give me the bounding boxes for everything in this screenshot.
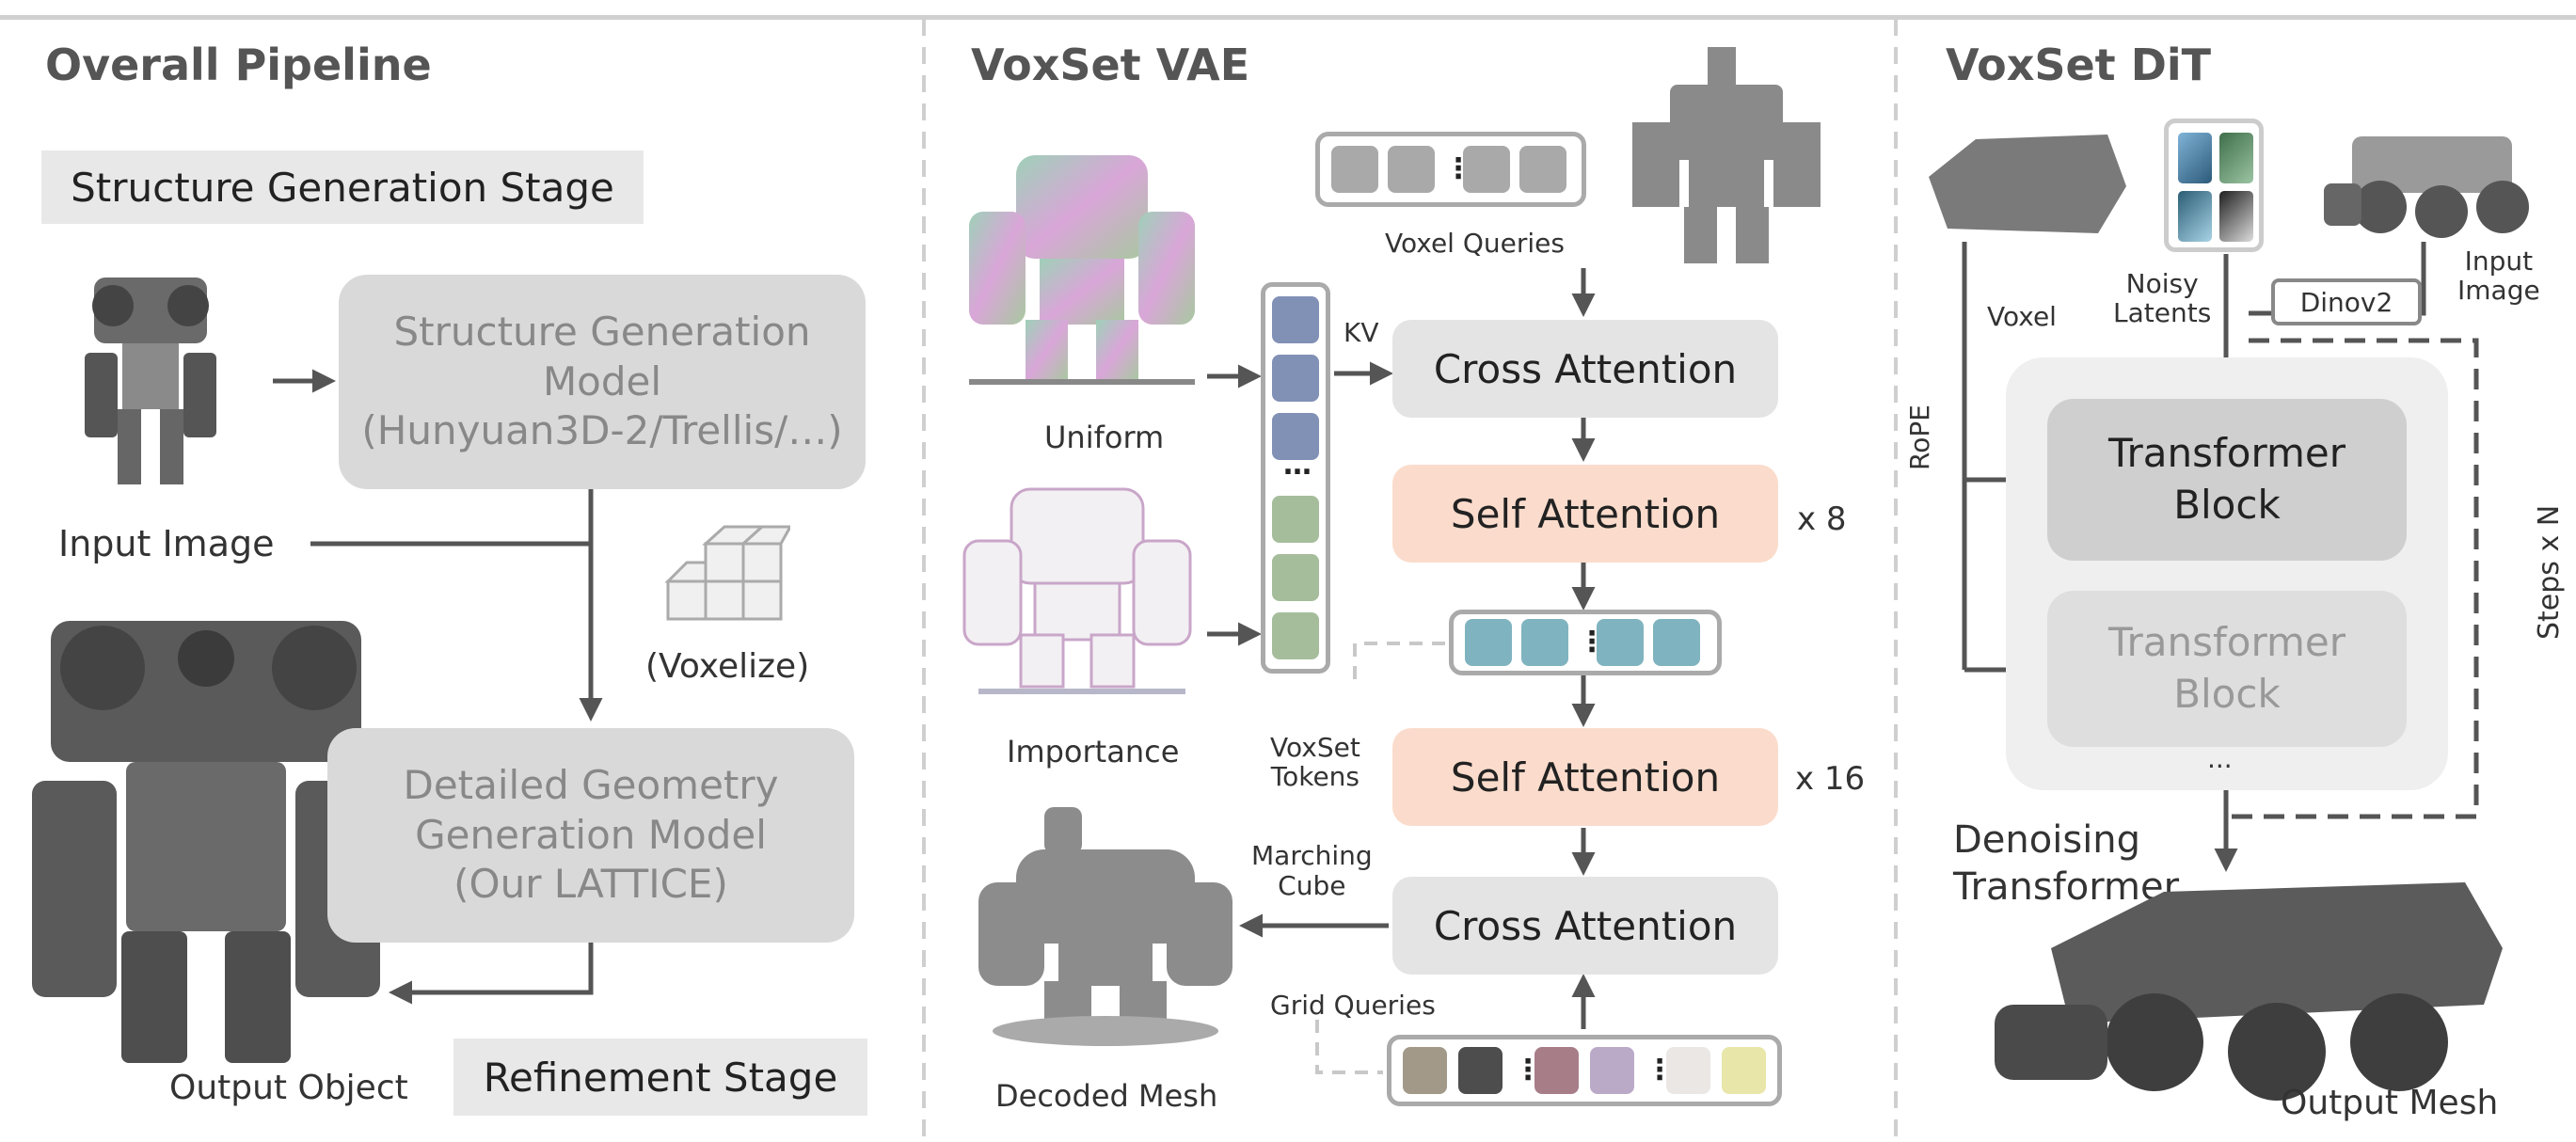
input-vehicle-image — [2324, 118, 2550, 240]
x8-label: x 8 — [1797, 500, 1847, 538]
query-token-3 — [1463, 146, 1510, 193]
structure-stage-label: Structure Generation Stage — [41, 151, 644, 224]
query-token-4 — [1519, 146, 1566, 193]
latent-tile-4 — [2219, 191, 2253, 242]
voxel-label: Voxel — [1987, 301, 2057, 332]
dit-input-line-2: Image — [2457, 276, 2540, 305]
query-token-ellipsis: ⋮ — [1444, 165, 1454, 174]
block2-line-1: Transformer — [2108, 617, 2345, 669]
input-image-label-dit: Input Image — [2457, 246, 2540, 306]
noisy-latents-label: Noisy Latents — [2113, 269, 2211, 328]
structure-model-line-1: Structure Generation — [393, 308, 810, 357]
output-object-label: Output Object — [169, 1069, 408, 1107]
uniform-pointcloud-image — [960, 136, 1204, 395]
dinov2-label: Dinov2 — [2300, 287, 2393, 318]
latent-tile-1 — [2178, 133, 2212, 183]
block-ellipsis: ... — [2207, 743, 2233, 774]
uniform-label: Uniform — [1044, 420, 1164, 455]
voxset-tokens: ⋮ — [1449, 610, 1722, 675]
transformer-block-2: Transformer Block — [2047, 591, 2407, 747]
output-mesh-label: Output Mesh — [2281, 1084, 2498, 1122]
vae-title: VoxSet VAE — [971, 40, 1249, 90]
voxel-robot-image — [1614, 47, 1839, 273]
dit-title: VoxSet DiT — [1946, 40, 2211, 90]
grid-token-1 — [1403, 1047, 1447, 1094]
grid-token-4 — [1590, 1047, 1634, 1094]
grid-queries-label: Grid Queries — [1270, 990, 1436, 1021]
query-token-2 — [1388, 146, 1435, 193]
grid-queries-tokens: ⋮ ⋮ — [1387, 1035, 1782, 1106]
structure-model-line-2: Model — [543, 357, 661, 407]
detailed-geometry-model: Detailed Geometry Generation Model (Our … — [327, 728, 854, 943]
query-token-1 — [1331, 146, 1378, 193]
input-image-label: Input Image — [58, 523, 274, 564]
structure-model-line-3: (Hunyuan3D-2/Trellis/…) — [361, 406, 842, 456]
block1-line-2: Block — [2173, 480, 2281, 531]
output-mesh-image — [1995, 864, 2521, 1108]
grid-token-6 — [1722, 1047, 1766, 1094]
detail-model-line-2: Generation Model — [415, 811, 767, 861]
voxset-token-3 — [1597, 619, 1644, 666]
self-attention-decoder: Self Attention — [1392, 728, 1778, 826]
refinement-stage-label: Refinement Stage — [453, 1039, 867, 1116]
kv-token-column: … — [1261, 282, 1330, 674]
voxset-tokens-label: VoxSet Tokens — [1270, 734, 1360, 792]
dit-input-line-1: Input — [2457, 246, 2540, 276]
x16-label: x 16 — [1795, 760, 1865, 798]
noisy-latents-grid — [2164, 119, 2264, 252]
latent-tile-2 — [2219, 133, 2253, 183]
detail-model-line-3: (Our LATTICE) — [453, 860, 728, 910]
grid-token-5 — [1666, 1047, 1710, 1094]
cross-attention-encoder: Cross Attention — [1392, 320, 1778, 418]
kv-token-blue-1 — [1272, 296, 1319, 343]
latent-tile-3 — [2178, 191, 2212, 242]
voxel-queries-label: Voxel Queries — [1385, 228, 1565, 259]
voxset-tokens-line-2: Tokens — [1270, 763, 1360, 792]
noisy-latents-line-2: Latents — [2113, 298, 2211, 327]
block1-line-1: Transformer — [2108, 428, 2345, 480]
kv-token-blue-2 — [1272, 355, 1319, 402]
self-attention-encoder: Self Attention — [1392, 465, 1778, 563]
voxset-token-ellipsis: ⋮ — [1578, 638, 1587, 647]
steps-label: Steps x N — [2533, 505, 2566, 640]
voxel-queries-tokens: ⋮ — [1315, 132, 1586, 207]
grid-token-ellipsis-2: ⋮ — [1646, 1066, 1655, 1075]
voxset-token-4 — [1653, 619, 1700, 666]
grid-token-ellipsis-1: ⋮ — [1514, 1066, 1523, 1075]
kv-label: KV — [1344, 317, 1379, 348]
pipeline-title: Overall Pipeline — [45, 40, 432, 90]
kv-token-green-2 — [1272, 554, 1319, 601]
input-robot-image — [56, 268, 245, 494]
marching-cube-line-1: Marching — [1251, 841, 1373, 871]
importance-label: Importance — [1007, 734, 1179, 769]
decoded-mesh-label: Decoded Mesh — [995, 1078, 1217, 1114]
denoising-line-1: Denoising — [1953, 817, 2179, 864]
detail-model-line-1: Detailed Geometry — [404, 761, 779, 811]
kv-token-ellipsis: … — [1279, 461, 1316, 470]
dinov2-box: Dinov2 — [2271, 278, 2422, 325]
marching-cube-line-2: Cube — [1251, 871, 1373, 901]
voxset-token-2 — [1521, 619, 1568, 666]
rope-label: RoPE — [1904, 404, 1935, 470]
transformer-block-1: Transformer Block — [2047, 399, 2407, 561]
cross-attention-decoder: Cross Attention — [1392, 877, 1778, 975]
voxel-car-image — [1919, 120, 2136, 243]
voxel-cubes-icon — [659, 525, 790, 628]
voxset-token-1 — [1465, 619, 1512, 666]
decoded-mesh-image — [969, 798, 1242, 1052]
kv-token-green-1 — [1272, 496, 1319, 543]
grid-token-2 — [1458, 1047, 1503, 1094]
structure-generation-model: Structure Generation Model (Hunyuan3D-2/… — [339, 275, 866, 489]
block2-line-2: Block — [2173, 669, 2281, 721]
grid-token-3 — [1534, 1047, 1579, 1094]
kv-token-green-3 — [1272, 612, 1319, 659]
marching-cube-label: Marching Cube — [1251, 841, 1373, 901]
importance-pointcloud-image — [955, 470, 1200, 706]
voxelize-label: (Voxelize) — [645, 647, 809, 686]
noisy-latents-line-1: Noisy — [2113, 269, 2211, 298]
voxset-tokens-line-1: VoxSet — [1270, 734, 1360, 763]
